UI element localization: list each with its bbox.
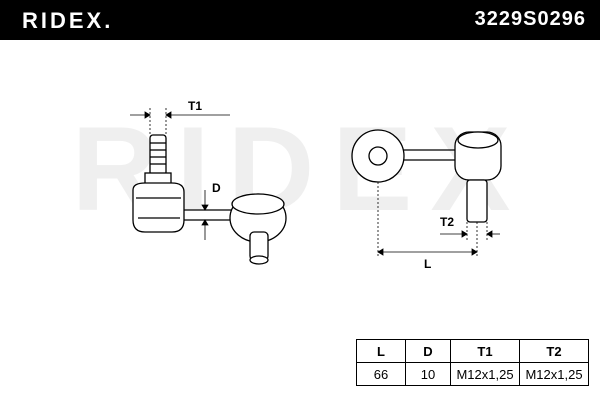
ball-joint-housing [132, 182, 185, 233]
dimension-d [201, 190, 209, 240]
header-bar: RIDEX. 3229S0296 [0, 0, 600, 40]
front-view [351, 129, 502, 223]
dimension-t1 [130, 108, 230, 135]
spec-header-d: D [405, 339, 451, 363]
spec-header-t1: T1 [450, 339, 520, 363]
spec-value-row: 66 10 M12x1,25 M12x1,25 [356, 362, 589, 386]
part-number: 3229S0296 [474, 8, 586, 30]
spec-header-t2: T2 [519, 339, 589, 363]
label-d: D [212, 181, 221, 195]
spec-value-t1: M12x1,25 [450, 362, 520, 386]
technical-drawing: RIDEX T1 D [72, 99, 511, 271]
lower-stud-front [466, 179, 488, 223]
spec-value-t2: M12x1,25 [519, 362, 589, 386]
spec-value-d: 10 [405, 362, 451, 386]
label-t2: T2 [440, 215, 454, 229]
spec-header-l: L [356, 339, 406, 363]
label-t1: T1 [188, 99, 202, 113]
dimension-l [377, 182, 478, 258]
label-l: L [424, 257, 431, 271]
brand-logo: RIDEX. [22, 8, 114, 33]
spec-header-row: L D T1 T2 [356, 339, 589, 363]
spec-value-l: 66 [356, 362, 406, 386]
dimension-t2 [440, 222, 500, 242]
spec-table: L D T1 T2 66 10 M12x1,25 M12x1,25 [356, 339, 589, 386]
upper-stud [149, 134, 167, 176]
side-view [132, 134, 287, 265]
